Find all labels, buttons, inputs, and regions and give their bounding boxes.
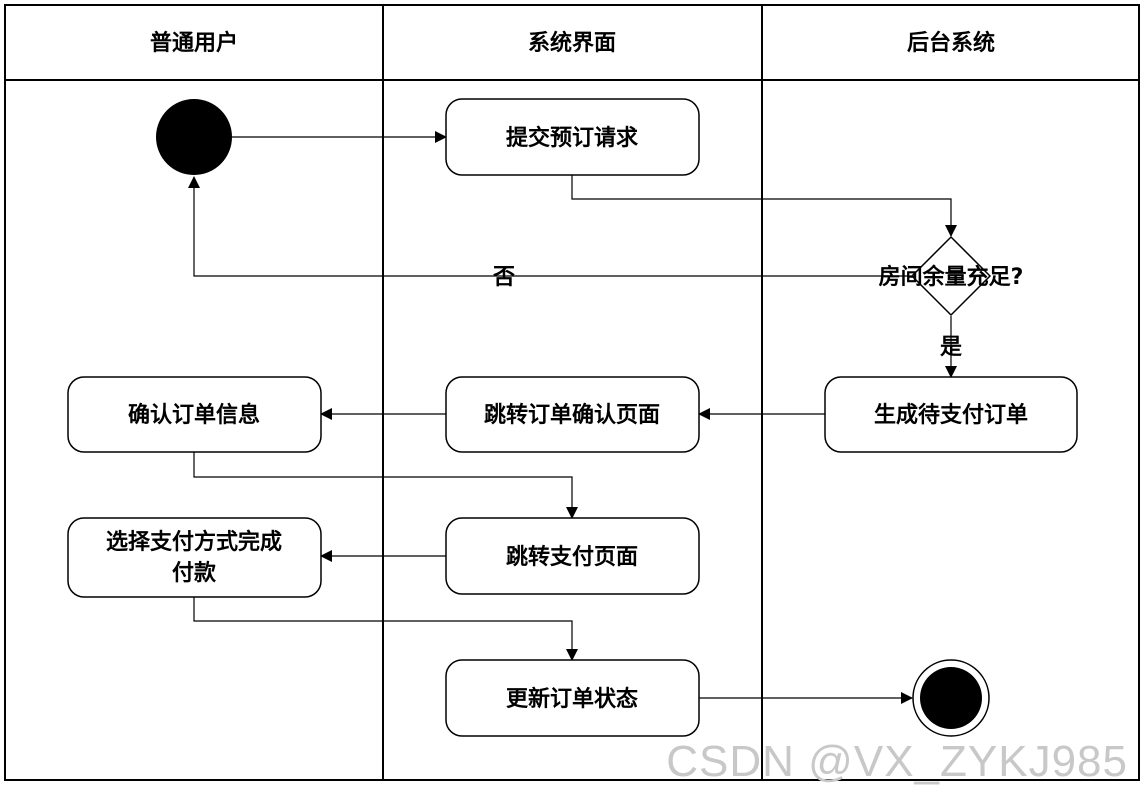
lane-header-backend: 后台系统 <box>907 30 995 56</box>
start-node <box>156 99 232 175</box>
node-confirm-order-label: 确认订单信息 <box>128 402 260 428</box>
node-jump-pay-page-label: 跳转支付页面 <box>506 544 638 570</box>
decision-room-availability: 房间余量充足? <box>879 235 1024 317</box>
swimlane-frame <box>4 4 1140 781</box>
node-jump-confirm-page-label: 跳转订单确认页面 <box>484 402 660 428</box>
node-generate-order: 生成待支付订单 <box>824 376 1078 453</box>
node-jump-confirm-page: 跳转订单确认页面 <box>445 376 700 453</box>
node-submit-request-label: 提交预订请求 <box>506 125 638 151</box>
watermark: CSDN @VX_ZYKJ985 <box>666 737 1128 786</box>
node-jump-pay-page: 跳转支付页面 <box>445 517 700 595</box>
node-submit-request: 提交预订请求 <box>445 98 700 176</box>
edge-submit-to-decision <box>571 175 957 237</box>
node-choose-payment-label-line1: 选择支付方式完成 <box>106 529 282 555</box>
edge-decision-no-to-start <box>188 176 912 277</box>
node-confirm-order: 确认订单信息 <box>67 376 322 453</box>
edge-choose-pay-to-update <box>193 597 578 661</box>
edge-confirm-to-jump-pay <box>193 452 578 519</box>
node-generate-order-label: 生成待支付订单 <box>874 402 1028 428</box>
node-update-status: 更新订单状态 <box>445 659 700 737</box>
node-choose-payment-label-line2: 付款 <box>172 560 217 586</box>
lane-header-system-ui: 系统界面 <box>528 30 616 56</box>
lane-header-user: 普通用户 <box>150 30 238 56</box>
decision-room-availability-label: 房间余量充足? <box>879 264 1024 290</box>
node-update-status-label: 更新订单状态 <box>506 686 638 712</box>
node-choose-payment: 选择支付方式完成 付款 <box>67 517 322 598</box>
edge-label-yes: 是 <box>940 335 962 360</box>
edge-label-no: 否 <box>492 265 515 290</box>
end-node <box>912 659 990 737</box>
